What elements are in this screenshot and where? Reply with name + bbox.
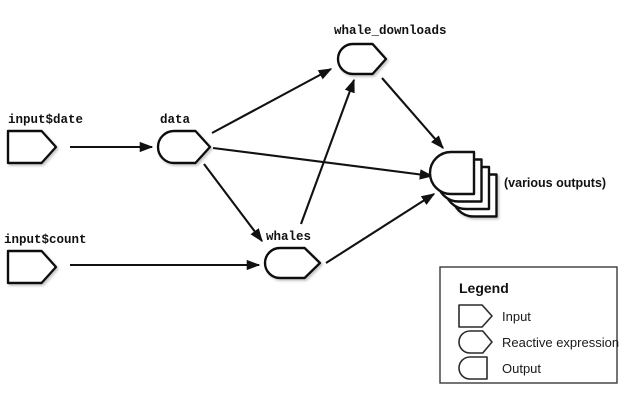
legend-output-label: Output [502, 361, 541, 376]
legend-reactive-expression-icon [458, 330, 493, 354]
label-data: data [160, 113, 191, 127]
label-input-date: input$date [8, 113, 83, 127]
node-whales[interactable] [263, 246, 322, 280]
legend: Legend Input Reactive expression Output [439, 266, 619, 384]
edge-data-to-whale-downloads [211, 68, 333, 134]
legend-title: Legend [459, 280, 509, 296]
node-data[interactable] [156, 129, 212, 165]
node-outputs-stack[interactable] [428, 150, 498, 218]
edge-whales-to-whale-downloads [300, 78, 355, 225]
node-input-count[interactable] [6, 249, 58, 285]
label-whale-downloads: whale_downloads [334, 24, 447, 38]
node-labels-layer: input$date input$count data whales whale… [4, 24, 606, 247]
edge-whale-downloads-to-outputs [381, 77, 444, 150]
edge-whales-to-outputs [325, 193, 436, 264]
label-input-count: input$count [4, 233, 87, 247]
legend-input-icon [458, 304, 493, 328]
legend-output-icon [458, 356, 488, 380]
node-input-date[interactable] [6, 129, 58, 165]
edge-data-to-outputs [212, 146, 434, 180]
legend-input-label: Input [502, 309, 531, 324]
label-whales: whales [266, 230, 311, 244]
edges-layer [70, 68, 444, 271]
edge-data-to-whales [203, 163, 263, 243]
legend-reactive-expression-label: Reactive expression [502, 335, 619, 350]
nodes-layer [6, 42, 498, 285]
node-whale-downloads[interactable] [336, 42, 388, 76]
label-various-outputs: (various outputs) [504, 176, 606, 190]
